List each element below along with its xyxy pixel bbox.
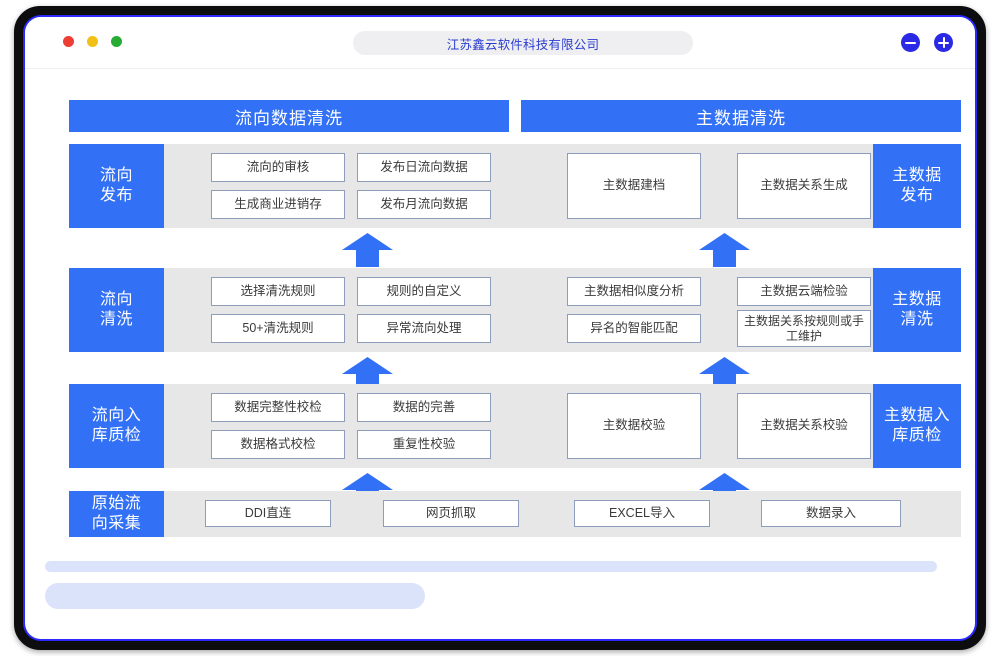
cell-duplicate-check[interactable]: 重复性校验: [357, 430, 491, 459]
cell-ddi-direct[interactable]: DDI直连: [205, 500, 331, 527]
row-label-master-publish: 主数据 发布: [873, 144, 961, 228]
arrow-up-icon-left-2: [342, 357, 393, 391]
row-label-flow-cleaning: 流向 清洗: [69, 268, 164, 352]
cell-publish-monthly[interactable]: 发布月流向数据: [357, 190, 491, 219]
arrow-up-icon-left-1: [342, 233, 393, 267]
cell-format-check[interactable]: 数据格式校检: [211, 430, 345, 459]
cell-custom-rule[interactable]: 规则的自定义: [357, 277, 491, 306]
window-title: 江苏鑫云软件科技有限公司: [446, 37, 600, 52]
row-label-line-1: 主数据: [892, 167, 942, 184]
column-header-master-cleaning: 主数据清洗: [521, 100, 961, 132]
arrow-up-icon-right-1: [699, 233, 750, 267]
cell-similarity-analysis[interactable]: 主数据相似度分析: [567, 277, 701, 306]
cell-data-entry[interactable]: 数据录入: [761, 500, 901, 527]
cell-relation-maintain[interactable]: 主数据关系按规则或手工维护: [737, 310, 871, 347]
zoom-in-button[interactable]: [934, 33, 953, 52]
traffic-lights: [63, 36, 122, 47]
cell-master-relation-gen[interactable]: 主数据关系生成: [737, 153, 871, 219]
row-label-line-1: 流向: [99, 291, 133, 308]
row-label-line-2: 库质检: [892, 427, 942, 444]
row-label-line-2: 发布: [900, 187, 934, 204]
row-label-line-2: 库质检: [91, 427, 142, 444]
row-label-raw-collection: 原始流 向采集: [69, 491, 164, 537]
cell-excel-import[interactable]: EXCEL导入: [574, 500, 710, 527]
cell-abnormal-flow[interactable]: 异常流向处理: [357, 314, 491, 343]
cell-flow-audit[interactable]: 流向的审核: [211, 153, 345, 182]
cell-master-filing[interactable]: 主数据建档: [567, 153, 701, 219]
maximize-icon[interactable]: [111, 36, 122, 47]
device-frame: 江苏鑫云软件科技有限公司 流向数据清洗 主数据清洗: [14, 6, 986, 650]
window-controls: [901, 33, 953, 52]
title-bar: 江苏鑫云软件科技有限公司: [25, 17, 975, 69]
arrow-up-icon-right-2: [699, 357, 750, 391]
column-header-left-label: 流向数据清洗: [235, 108, 343, 128]
cell-generate-invoice[interactable]: 生成商业进销存: [211, 190, 345, 219]
row-cleaning: 流向 清洗 主数据 清洗 选择清洗规则 规则的自定义 50+清洗规则 异常流向处…: [69, 268, 961, 352]
address-bar[interactable]: 江苏鑫云软件科技有限公司: [353, 31, 693, 55]
close-icon[interactable]: [63, 36, 74, 47]
process-diagram: 流向数据清洗 主数据清洗 流向 发布 主数据: [25, 69, 975, 609]
placeholder-bar-short: [45, 583, 425, 609]
row-label-line-2: 清洗: [900, 311, 934, 328]
row-label-master-cleaning: 主数据 清洗: [873, 268, 961, 352]
row-label-line-1: 原始流: [91, 495, 142, 512]
arrow-up-icon-right-3: [699, 473, 750, 507]
row-collection: 原始流 向采集 DDI直连 网页抓取 EXCEL导入 数据录入: [69, 491, 961, 537]
row-label-line-1: 流向入: [91, 407, 142, 424]
row-label-line-2: 向采集: [91, 515, 142, 532]
minimize-icon[interactable]: [87, 36, 98, 47]
row-label-flow-publish: 流向 发布: [69, 144, 164, 228]
column-header-right-label: 主数据清洗: [696, 108, 786, 128]
row-label-line-1: 主数据: [892, 291, 942, 308]
row-quality-check: 流向入 库质检 主数据入 库质检 数据完整性校检 数据的完善 数据格式校检 重复…: [69, 384, 961, 468]
cell-data-enrichment[interactable]: 数据的完善: [357, 393, 491, 422]
placeholder-bar-long: [45, 561, 937, 572]
row-label-line-2: 发布: [99, 187, 133, 204]
row-label-line-2: 清洗: [99, 311, 133, 328]
cell-alias-matching[interactable]: 异名的智能匹配: [567, 314, 701, 343]
cell-integrity-check[interactable]: 数据完整性校检: [211, 393, 345, 422]
cell-select-rule[interactable]: 选择清洗规则: [211, 277, 345, 306]
cell-master-verify[interactable]: 主数据校验: [567, 393, 701, 459]
row-label-line-1: 主数据入: [883, 407, 950, 424]
row-label-master-qc: 主数据入 库质检: [873, 384, 961, 468]
row-label-line-1: 流向: [99, 167, 133, 184]
cell-master-relation-verify[interactable]: 主数据关系校验: [737, 393, 871, 459]
arrow-up-icon-left-3: [342, 473, 393, 507]
cell-publish-daily[interactable]: 发布日流向数据: [357, 153, 491, 182]
cell-50-rules[interactable]: 50+清洗规则: [211, 314, 345, 343]
zoom-out-button[interactable]: [901, 33, 920, 52]
cell-cloud-verify[interactable]: 主数据云端检验: [737, 277, 871, 306]
cell-web-scrape[interactable]: 网页抓取: [383, 500, 519, 527]
row-publish: 流向 发布 主数据 发布 流向的审核 发布日流向数据 生成商业进销存 发布月流向…: [69, 144, 961, 228]
column-header-flow-cleaning: 流向数据清洗: [69, 100, 509, 132]
row-label-flow-qc: 流向入 库质检: [69, 384, 164, 468]
browser-window: 江苏鑫云软件科技有限公司 流向数据清洗 主数据清洗: [23, 15, 977, 641]
